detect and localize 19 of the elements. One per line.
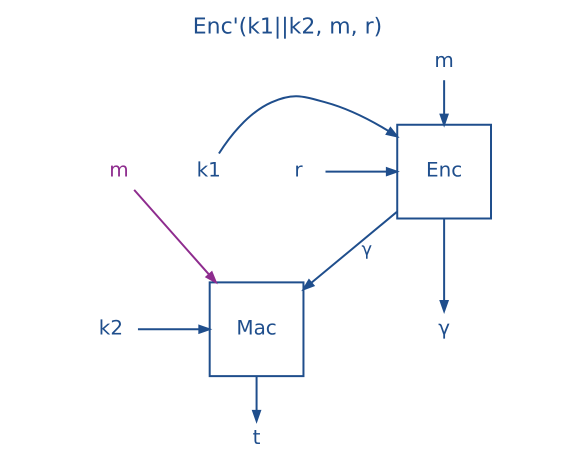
edge-label: γ xyxy=(361,238,372,260)
arrow xyxy=(326,166,400,177)
arrow xyxy=(439,80,450,128)
arrow xyxy=(133,189,218,284)
node-text: r xyxy=(294,158,303,182)
arrow xyxy=(218,95,400,154)
arrow xyxy=(252,376,262,424)
node-text: k2 xyxy=(98,315,124,340)
node-box: Mac xyxy=(208,281,304,378)
arrow xyxy=(138,324,212,334)
diagram-title: Enc'(k1||k2, m, r) xyxy=(192,14,382,40)
node-text: m xyxy=(109,158,129,182)
node-text: γ xyxy=(438,315,450,340)
node-text: t xyxy=(252,424,260,449)
node-text: m xyxy=(434,48,454,72)
arrow xyxy=(439,218,450,314)
node-box: Enc xyxy=(396,124,492,220)
arrow xyxy=(301,211,398,292)
node-text: k1 xyxy=(196,158,221,182)
